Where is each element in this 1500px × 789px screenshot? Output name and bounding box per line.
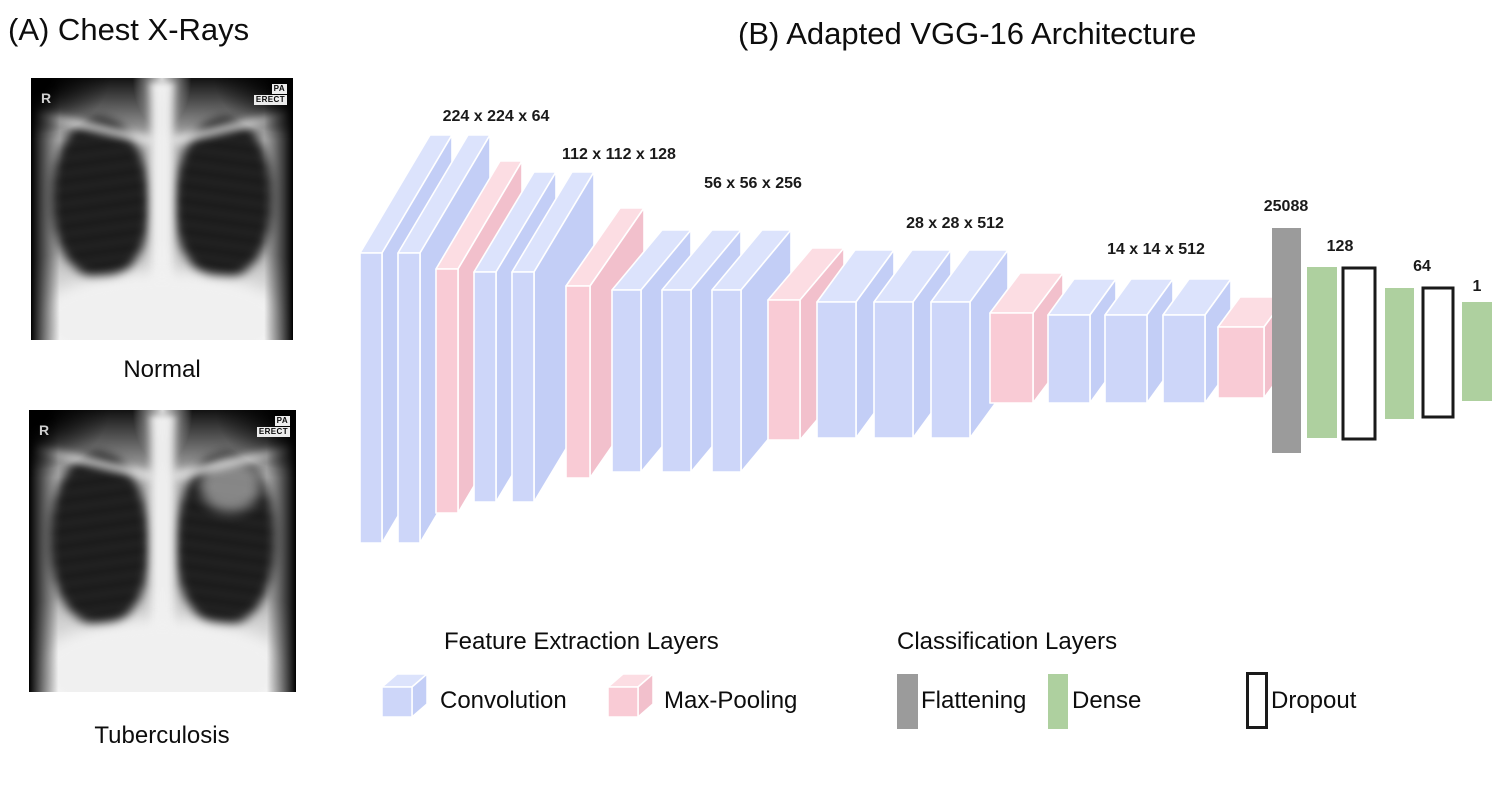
panel-a-title: (A) Chest X-Rays — [8, 12, 250, 47]
flatten-size-label: 25088 — [1263, 198, 1309, 215]
dims-label-block5: 14 x 14 x 512 — [1107, 241, 1205, 258]
legend-maxpooling-label: Max-Pooling — [664, 687, 798, 714]
conv-block-g3-3-front-face — [711, 289, 742, 473]
conv-block-g1-1-front-face — [359, 252, 383, 544]
dense-layer-bar — [1462, 302, 1492, 401]
flatten-layer-bar — [1272, 228, 1301, 453]
dropout-layer-bar — [1421, 286, 1455, 419]
dense-1-label: 1 — [1472, 278, 1482, 295]
dims-label-block3: 56 x 56 x 256 — [704, 175, 802, 192]
maxpool-cube-icon — [607, 673, 654, 718]
maxpool-block-g3-front-face — [767, 299, 801, 441]
dims-label-block2: 112 x 112 x 128 — [562, 146, 676, 163]
conv-block-g2-2-front-face — [511, 271, 535, 503]
conv-block-g3-2-front-face — [661, 289, 692, 473]
dropout-layer-bar — [1341, 266, 1377, 441]
conv-block-g3-1-front-face — [611, 289, 642, 473]
badge-line-pa: PA — [271, 84, 287, 94]
legend-dense-label: Dense — [1072, 687, 1142, 714]
conv-block-g4-3 — [930, 249, 1009, 439]
maxpool-block-g5-front-face — [1217, 326, 1265, 399]
conv-block-g5-1-front-face — [1047, 314, 1091, 404]
dims-label-block4: 28 x 28 x 512 — [906, 215, 1004, 232]
conv-block-g4-3-front-face — [930, 301, 971, 439]
maxpool-block-g1-front-face — [435, 268, 459, 514]
xray-image-tuberculosis: R PA ERECT — [29, 410, 296, 692]
badge-line-erect: ERECT — [256, 427, 290, 437]
conv-block-g5-2-front-face — [1104, 314, 1148, 404]
legend-flattening-label: Flattening — [921, 687, 1027, 714]
conv-cube-icon — [381, 673, 428, 718]
maxpool-block-g2-front-face — [565, 285, 591, 479]
badge-line-pa: PA — [274, 416, 290, 426]
maxpool-block-g5 — [1217, 296, 1287, 399]
maxpool-block-g4-front-face — [989, 312, 1034, 404]
dense-128-label: 128 — [1326, 238, 1354, 255]
legend-dropout-label: Dropout — [1271, 687, 1357, 714]
legend-feature-title: Feature Extraction Layers — [444, 628, 719, 655]
xray-caption-tuberculosis: Tuberculosis — [94, 722, 230, 749]
right-side-marker: R — [39, 422, 50, 438]
conv-block-g5-3-front-face — [1162, 314, 1206, 404]
dropout-box-icon — [1246, 672, 1268, 729]
xray-vignette — [31, 78, 293, 340]
dense-layer-bar — [1385, 288, 1414, 419]
conv-block-g1-2-front-face — [397, 252, 421, 544]
legend-classification-title: Classification Layers — [897, 628, 1118, 655]
xray-caption-normal: Normal — [123, 356, 201, 383]
conv-block-g2-1-front-face — [473, 271, 497, 503]
badge-line-erect: ERECT — [253, 95, 287, 105]
legend-convolution-label: Convolution — [440, 687, 567, 714]
conv-block-g4-2-front-face — [873, 301, 914, 439]
panel-b-title: (B) Adapted VGG-16 Architecture — [738, 16, 1197, 51]
dims-label-block1: 224 x 224 x 64 — [442, 108, 550, 125]
flatten-bar-icon — [897, 674, 918, 729]
pa-erect-badge: PA ERECT — [253, 84, 287, 105]
dense-layer-bar — [1307, 267, 1337, 438]
dense-64-label: 64 — [1413, 258, 1431, 275]
conv-block-g4-1-front-face — [816, 301, 857, 439]
pa-erect-badge: PA ERECT — [256, 416, 290, 437]
xray-image-normal: R PA ERECT — [31, 78, 293, 340]
right-side-marker: R — [41, 90, 52, 106]
dense-bar-icon — [1048, 674, 1068, 729]
xray-vignette — [29, 410, 296, 692]
